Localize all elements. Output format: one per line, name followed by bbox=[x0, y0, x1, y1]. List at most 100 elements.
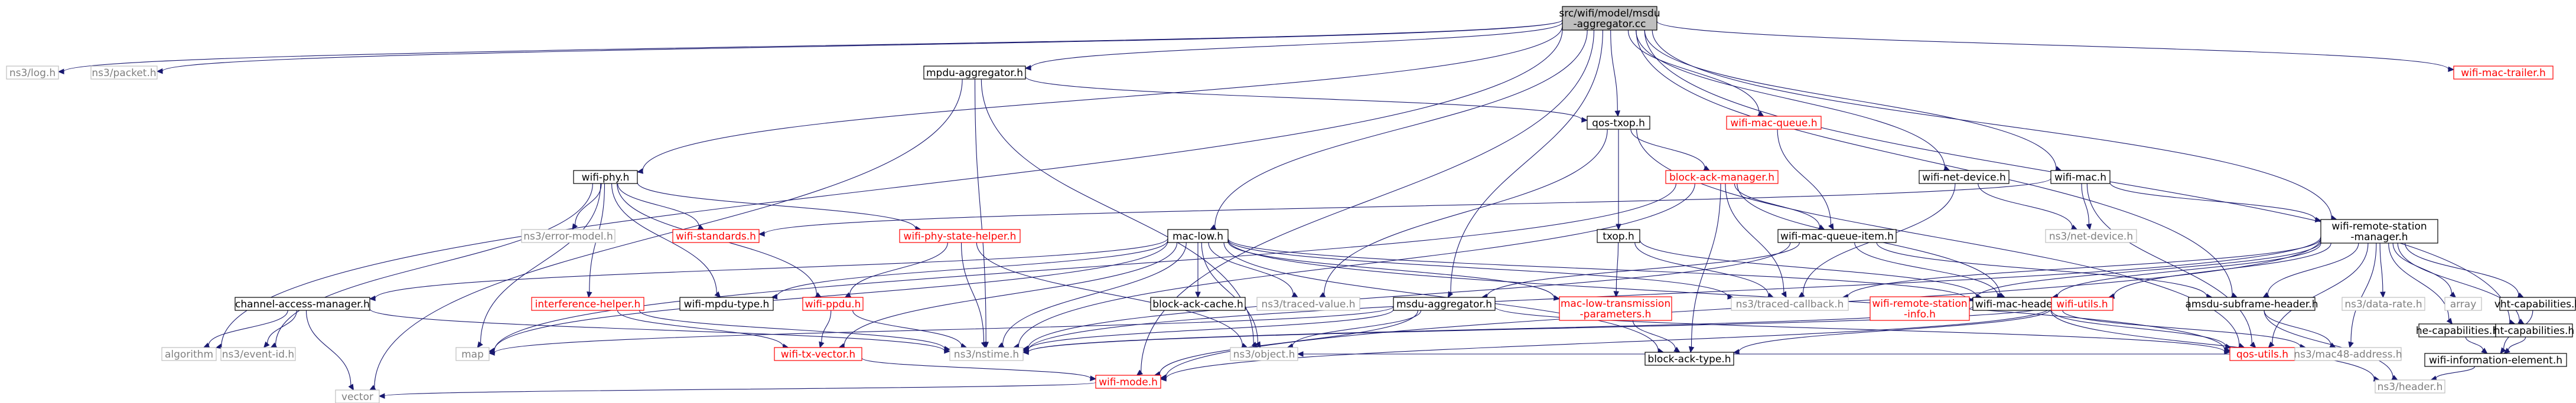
edge-wifi_utils-to-ns3nstime bbox=[1022, 304, 2052, 355]
edge-wifi_phy-to-map bbox=[477, 183, 601, 348]
node-wifi-utils[interactable]: wifi-utils.h bbox=[2051, 297, 2113, 311]
edge-line bbox=[2272, 243, 2369, 344]
node-ht-cap[interactable]: ht-capabilities.h bbox=[2494, 323, 2574, 338]
edge-arrowhead bbox=[1757, 110, 1764, 117]
node-ns3traced-value: ns3/traced-value.h bbox=[1256, 297, 1360, 311]
edge-root-to-wifi_net_device bbox=[1636, 30, 1950, 171]
edge-qos_utils-to-ns3object bbox=[1297, 351, 2230, 357]
node-interference-helper[interactable]: interference-helper.h bbox=[531, 297, 644, 311]
node-wifi-rsi[interactable]: wifi-remote-station-info.h bbox=[1870, 296, 1970, 321]
node-label: -manager.h bbox=[2350, 231, 2408, 243]
edge-arrowhead bbox=[2268, 341, 2275, 348]
edge-line bbox=[384, 382, 1096, 397]
node-txop[interactable]: txop.h bbox=[1597, 229, 1640, 243]
node-box bbox=[949, 347, 1024, 361]
node-box bbox=[161, 347, 217, 361]
node-amsdu-subframe-header[interactable]: amsdu-subframe-header.h bbox=[2185, 297, 2318, 311]
node-ns3net-device: ns3/net-device.h bbox=[2045, 229, 2137, 243]
node-root[interactable]: src/wifi/model/msdu-aggregator.cc bbox=[1559, 6, 1660, 31]
edge-line bbox=[2264, 310, 2393, 378]
edge-arrowhead bbox=[156, 68, 163, 74]
edge-mpdu_agg-to-vector bbox=[369, 78, 963, 391]
edge-line bbox=[1652, 30, 2332, 218]
edge-arrowhead bbox=[944, 346, 951, 352]
node-wifi-ppdu[interactable]: wifi-ppdu.h bbox=[802, 297, 864, 311]
node-label: array bbox=[2450, 299, 2477, 310]
node-block-ack-manager[interactable]: block-ack-manager.h bbox=[1665, 170, 1779, 184]
node-wifi-phy-state-helper[interactable]: wifi-phy-state-helper.h bbox=[899, 229, 1021, 243]
edge-line bbox=[494, 241, 1168, 351]
edge-line bbox=[861, 358, 1091, 379]
node-msdu-agg-h[interactable]: msdu-aggregator.h bbox=[1393, 297, 1496, 311]
node-wifi-net-device[interactable]: wifi-net-device.h bbox=[1919, 170, 2010, 184]
node-mpdu-agg[interactable]: mpdu-aggregator.h bbox=[923, 65, 1026, 80]
edge-mac_low-to-wifi_mpdu_type bbox=[771, 240, 1168, 300]
edge-line bbox=[1627, 30, 1760, 114]
edge-line bbox=[639, 310, 945, 349]
node-box bbox=[1665, 170, 1779, 184]
node-qos-txop[interactable]: qos-txop.h bbox=[1587, 116, 1650, 130]
node-label: ns3/log.h bbox=[9, 67, 56, 79]
node-wifi-mode[interactable]: wifi-mode.h bbox=[1095, 375, 1161, 389]
edge-root-to-wifi_mac_trailer bbox=[1656, 21, 2455, 73]
node-block-ack-type[interactable]: block-ack-type.h bbox=[1644, 352, 1734, 366]
edge-line bbox=[1030, 22, 1563, 68]
edge-line bbox=[1165, 306, 2052, 379]
node-label: wifi-remote-station bbox=[2331, 221, 2427, 232]
node-wifi-mac-queue-item[interactable]: wifi-mac-queue-item.h bbox=[1777, 229, 1897, 243]
edge-arrowhead bbox=[1688, 346, 1695, 353]
edge-wifi_phy-to-ns3event_id bbox=[270, 183, 593, 348]
node-vht-cap[interactable]: vht-capabilities.h bbox=[2494, 297, 2576, 311]
edge-arrowhead bbox=[1614, 110, 1621, 117]
edge-msdu_agg_h-to-ns3object bbox=[1287, 310, 1422, 349]
node-wifi-tx-vector[interactable]: wifi-tx-vector.h bbox=[774, 347, 862, 361]
node-label: ns3/event-id.h bbox=[222, 349, 294, 361]
node-box bbox=[2444, 297, 2482, 311]
node-wifi-mac-trailer[interactable]: wifi-mac-trailer.h bbox=[2453, 65, 2554, 80]
edge-line bbox=[494, 183, 1676, 351]
node-he-cap[interactable]: he-capabilities.h bbox=[2416, 323, 2499, 338]
edge-arrowhead bbox=[587, 291, 592, 299]
edge-root-to-mac_low bbox=[1209, 30, 1588, 230]
node-block-ack-cache[interactable]: block-ack-cache.h bbox=[1150, 297, 1246, 311]
node-box bbox=[6, 65, 59, 80]
edge-arrowhead bbox=[2086, 223, 2092, 231]
node-channel-access-manager[interactable]: channel-access-manager.h bbox=[235, 297, 370, 311]
node-label: block-ack-type.h bbox=[1647, 353, 1731, 365]
node-wifi-phy[interactable]: wifi-phy.h bbox=[573, 170, 638, 184]
node-box bbox=[90, 65, 158, 80]
edge-line bbox=[1974, 241, 2321, 300]
edge-root-to-wifi_phy bbox=[636, 25, 1563, 174]
node-label: block-ack-cache.h bbox=[1152, 299, 1243, 310]
edge-arrowhead bbox=[2500, 347, 2506, 354]
edge-amsdu_subframe_header-to-ns3mac48_address bbox=[2264, 310, 2336, 348]
node-mac-low-tx-params[interactable]: mac-low-transmission-parameters.h bbox=[1559, 296, 1672, 321]
edge-arrowhead bbox=[1673, 346, 1681, 353]
node-wifi-mac[interactable]: wifi-mac.h bbox=[2050, 170, 2111, 184]
edge-arrowhead bbox=[2380, 291, 2386, 299]
node-wifi-mpdu-type[interactable]: wifi-mpdu-type.h bbox=[679, 297, 774, 311]
edge-line bbox=[494, 306, 1394, 353]
node-wifi-remote-station-manager[interactable]: wifi-remote-station-manager.h bbox=[2320, 219, 2438, 244]
edge-arrowhead bbox=[2450, 291, 2457, 298]
node-wifi-mac-queue[interactable]: wifi-mac-queue.h bbox=[1726, 116, 1822, 130]
node-box bbox=[1587, 116, 1650, 130]
edge-arrowhead bbox=[488, 350, 495, 356]
edge-line bbox=[63, 19, 1563, 72]
node-mac-low[interactable]: mac-low.h bbox=[1167, 229, 1229, 243]
edge-line bbox=[1324, 129, 1608, 295]
edge-line bbox=[1227, 238, 1968, 300]
edge-arrowhead bbox=[2503, 348, 2510, 354]
edge-line bbox=[1028, 309, 1394, 350]
node-box bbox=[531, 297, 644, 311]
edge-line bbox=[1025, 76, 1582, 120]
node-qos-utils[interactable]: qos-utils.h bbox=[2229, 347, 2295, 361]
edge-block_ack_manager-to-ns3traced_callback bbox=[1725, 183, 1787, 299]
edge-arrowhead bbox=[2446, 317, 2453, 325]
edge-root-to-wifi_mac bbox=[1644, 30, 2062, 172]
node-wifi-standards[interactable]: wifi-standards.h bbox=[672, 229, 760, 243]
edge-wifi_remote_station_manager-to-array bbox=[2392, 243, 2457, 298]
node-box bbox=[1393, 297, 1496, 311]
node-wifi-information-element[interactable]: wifi-information-element.h bbox=[2424, 353, 2567, 367]
